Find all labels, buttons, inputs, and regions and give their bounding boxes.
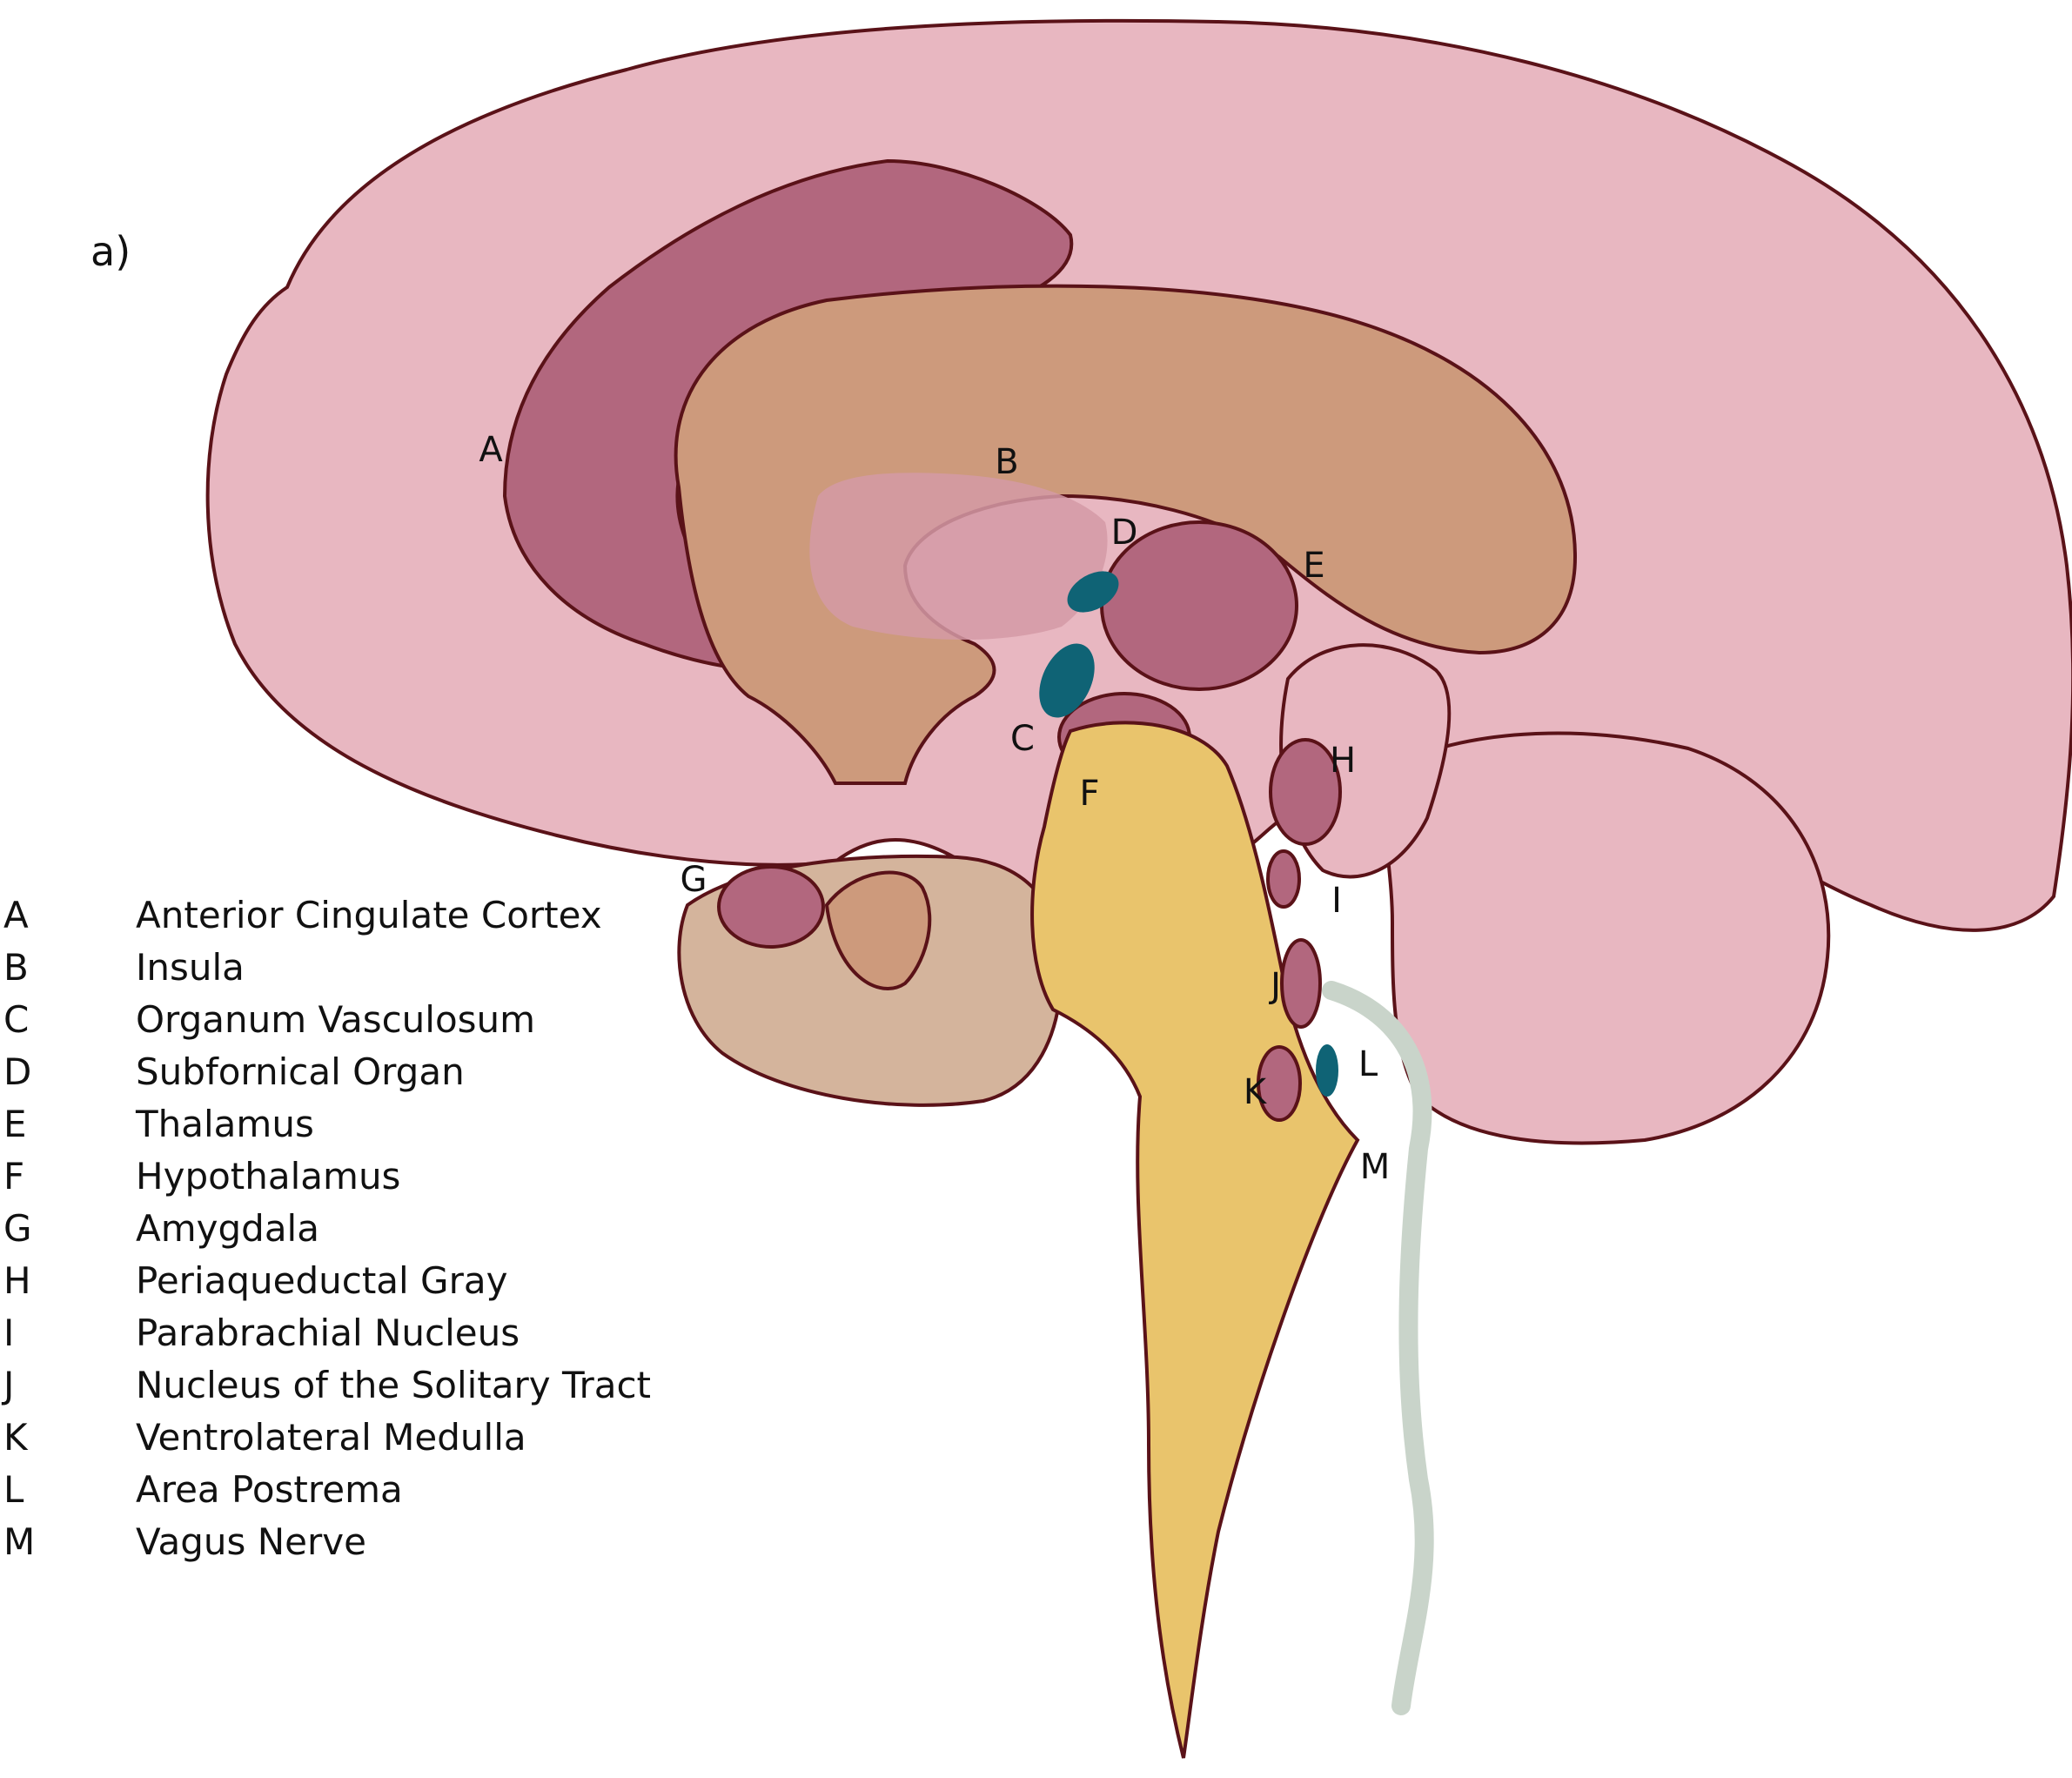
subfornical-organ-shape [1067, 571, 1119, 613]
callout-b: B [995, 442, 1018, 482]
callout-a: A [479, 430, 503, 470]
callout-j: J [1268, 966, 1281, 1006]
legend-row: M Vagus Nerve [3, 1516, 651, 1568]
callout-f: F [1079, 774, 1099, 814]
legend-name: Subfornical Organ [136, 1050, 465, 1093]
legend-row: J Nucleus of the Solitary Tract [3, 1359, 651, 1412]
legend-row: C Organum Vasculosum [3, 994, 651, 1046]
cerebellum [1383, 731, 1831, 1145]
legend-key: K [3, 1416, 28, 1459]
legend-key: A [3, 894, 29, 936]
legend-row: L Area Postrema [3, 1464, 651, 1516]
legend-key: E [3, 1103, 27, 1145]
legend-key: H [3, 1259, 31, 1302]
legend-row: B Insula [3, 942, 651, 994]
callout-g: G [681, 860, 707, 900]
solitary-tract-shape [1280, 938, 1322, 1029]
callout-i: I [1331, 881, 1342, 921]
callout-m: M [1360, 1147, 1391, 1187]
area-postrema-shape [1316, 1044, 1338, 1097]
legend-name: Area Postrema [136, 1468, 403, 1511]
legend-name: Hypothalamus [136, 1155, 401, 1198]
legend-row: I Parabrachial Nucleus [3, 1307, 651, 1359]
callout-e: E [1303, 546, 1324, 586]
legend-key: F [3, 1155, 25, 1198]
legend-name: Nucleus of the Solitary Tract [136, 1364, 652, 1406]
legend-key: B [3, 946, 29, 989]
callout-d: D [1111, 513, 1138, 553]
legend-key: D [3, 1050, 32, 1093]
legend-row: E Thalamus [3, 1098, 651, 1151]
legend-row: F Hypothalamus [3, 1151, 651, 1203]
insula-overlay [809, 473, 1108, 640]
legend-key: G [3, 1207, 32, 1250]
organum-vasculosum-shape [1039, 643, 1095, 718]
panel-label: a) [91, 228, 131, 275]
amygdala-shape [717, 865, 825, 949]
legend-row: D Subfornical Organ [3, 1046, 651, 1098]
legend-name: Ventrolateral Medulla [136, 1416, 526, 1459]
legend-row: G Amygdala [3, 1203, 651, 1255]
callout-labels: A B C D E F G H I J K L M [479, 430, 1390, 1187]
hippocampal-hook [824, 870, 932, 990]
legend-name: Insula [136, 946, 245, 989]
callout-l: L [1358, 1044, 1378, 1084]
legend-key: I [3, 1312, 15, 1354]
legend-key: M [3, 1520, 36, 1563]
callout-k: K [1244, 1072, 1268, 1112]
brainstem [1030, 721, 1360, 1759]
periaqueductal-shape [1269, 738, 1342, 846]
callout-h: H [1330, 741, 1356, 781]
legend-name: Anterior Cingulate Cortex [136, 894, 602, 936]
legend-key: C [3, 998, 30, 1041]
legend-name: Parabrachial Nucleus [136, 1312, 520, 1354]
legend-name: Organum Vasculosum [136, 998, 536, 1041]
legend-key: L [3, 1468, 24, 1511]
ventrolateral-medulla-shape [1257, 1045, 1302, 1122]
legend-key: J [3, 1364, 15, 1406]
parabrachial-shape [1266, 849, 1301, 909]
legend-name: Periaqueductal Gray [136, 1259, 508, 1302]
legend-row: K Ventrolateral Medulla [3, 1412, 651, 1464]
legend-row: A Anterior Cingulate Cortex [3, 889, 651, 942]
legend-name: Thalamus [136, 1103, 314, 1145]
legend-name: Amygdala [136, 1207, 319, 1250]
vagus-nerve [1322, 981, 1434, 1715]
legend-name: Vagus Nerve [136, 1520, 366, 1563]
legend-row: H Periaqueductal Gray [3, 1255, 651, 1307]
callout-c: C [1010, 719, 1035, 759]
cerebrum [205, 18, 2072, 1759]
